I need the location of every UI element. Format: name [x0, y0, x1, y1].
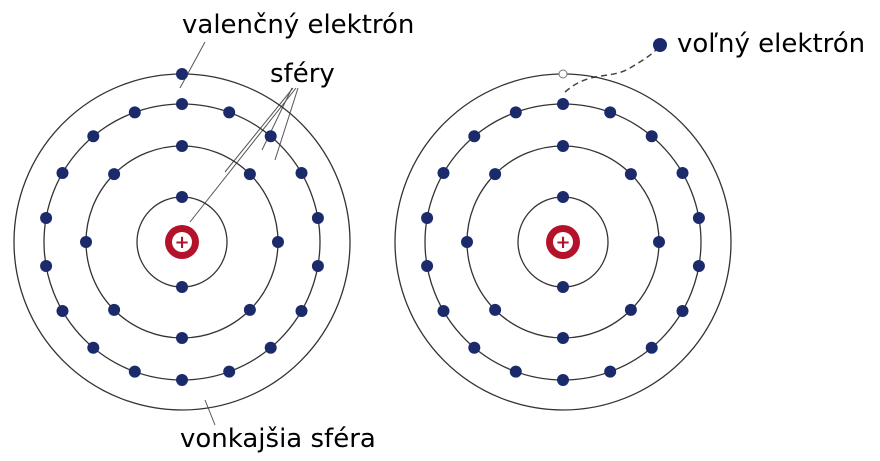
- electron: [56, 167, 69, 179]
- electron: [176, 332, 188, 344]
- outer-sphere-label: vonkajšia sféra: [180, 424, 376, 454]
- electron: [437, 167, 450, 179]
- electron: [653, 236, 665, 248]
- electron-vacancy: [558, 69, 568, 79]
- free-electron-path: [564, 44, 661, 93]
- electron: [311, 259, 324, 272]
- electron: [557, 140, 569, 152]
- leader-outer-sphere: [204, 399, 216, 426]
- leader-sphere-4: [274, 87, 299, 161]
- electron: [489, 168, 502, 181]
- electron: [243, 168, 256, 181]
- electron: [295, 305, 308, 317]
- electron: [176, 140, 188, 152]
- electron: [272, 236, 284, 248]
- electron: [676, 305, 689, 317]
- electron: [40, 212, 53, 225]
- nucleus-plus-sign: +: [555, 232, 570, 253]
- electron: [461, 236, 473, 248]
- electron: [624, 303, 637, 316]
- atoms-layer: ++: [13, 38, 732, 411]
- electron: [108, 168, 121, 181]
- electron: [421, 259, 434, 272]
- electron: [56, 305, 69, 317]
- atom-bound: +: [13, 68, 351, 411]
- electron: [557, 374, 569, 386]
- leader-valence: [179, 41, 206, 89]
- valence-electron: [176, 68, 188, 80]
- electron: [87, 341, 100, 354]
- electron: [128, 106, 141, 119]
- electron: [509, 106, 522, 119]
- electron: [176, 191, 188, 203]
- electron: [692, 259, 705, 272]
- valence-electron-label: valenčný elektrón: [182, 10, 414, 40]
- electron: [311, 212, 324, 225]
- electron: [80, 236, 92, 248]
- electron: [176, 281, 188, 293]
- electron: [176, 98, 188, 110]
- electron: [264, 341, 277, 354]
- electron: [604, 365, 617, 378]
- electron: [489, 303, 502, 316]
- electron: [87, 130, 100, 143]
- atom-ionized: +: [394, 38, 732, 411]
- electron: [176, 374, 188, 386]
- electron: [557, 281, 569, 293]
- electron: [624, 168, 637, 181]
- electron: [468, 341, 481, 354]
- electron: [557, 98, 569, 110]
- electron: [421, 212, 434, 225]
- electron: [108, 303, 121, 316]
- electron: [468, 130, 481, 143]
- electron: [243, 303, 256, 316]
- electron: [509, 365, 522, 378]
- free-electron-label: voľný elektrón: [677, 29, 865, 59]
- spheres-label: sféry: [270, 59, 335, 89]
- electron: [128, 365, 141, 378]
- nucleus-plus-sign: +: [174, 232, 189, 253]
- leader-sphere-1: [189, 87, 297, 223]
- nucleus-core: [172, 232, 192, 252]
- electron: [645, 130, 658, 143]
- electron: [437, 305, 450, 317]
- electron: [645, 341, 658, 354]
- electron: [557, 191, 569, 203]
- electron: [604, 106, 617, 119]
- free-electron: [653, 38, 667, 52]
- electron: [295, 167, 308, 179]
- electron: [692, 212, 705, 225]
- electron: [676, 167, 689, 179]
- electron: [223, 106, 236, 119]
- electron: [557, 332, 569, 344]
- nucleus-core: [553, 232, 573, 252]
- leader-lines: [179, 41, 661, 426]
- electron: [223, 365, 236, 378]
- leader-sphere-2: [224, 87, 294, 173]
- electron: [40, 259, 53, 272]
- electron: [264, 130, 277, 143]
